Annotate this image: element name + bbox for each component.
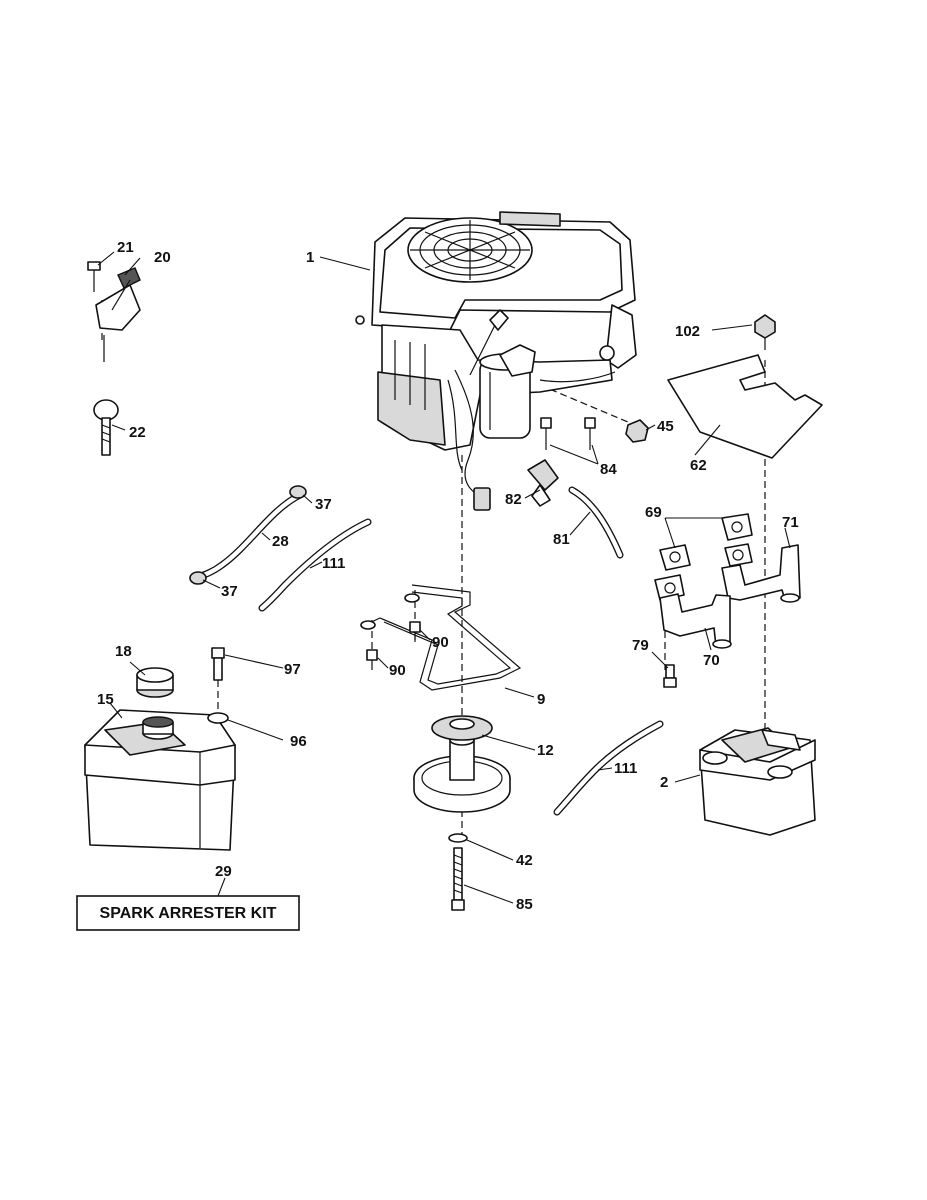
callout-labels: 1 2 9 12 15 18 20 21 22 28 29 37 37 42 4… bbox=[97, 239, 799, 913]
fuel-tank-15 bbox=[84, 709, 236, 851]
nut-45 bbox=[625, 419, 649, 443]
callout-29: 29 bbox=[215, 863, 232, 880]
screw-102 bbox=[754, 314, 776, 350]
callout-111b: 111 bbox=[614, 760, 637, 777]
washer-42 bbox=[448, 833, 468, 843]
callout-37a: 37 bbox=[315, 496, 332, 513]
callout-62: 62 bbox=[690, 457, 707, 474]
screw-21 bbox=[87, 261, 105, 362]
throttle-control-20 bbox=[95, 267, 141, 331]
callout-79: 79 bbox=[632, 637, 649, 654]
callout-90a: 90 bbox=[432, 634, 449, 651]
callout-81: 81 bbox=[553, 531, 570, 548]
callout-102: 102 bbox=[675, 323, 700, 340]
callout-22: 22 bbox=[129, 424, 146, 441]
callout-111a: 111 bbox=[322, 555, 345, 572]
screw-97 bbox=[211, 647, 225, 681]
bolt-85 bbox=[451, 847, 465, 911]
pulley-12 bbox=[413, 715, 511, 813]
hose-81 bbox=[568, 486, 624, 559]
bolts-84 bbox=[540, 417, 596, 450]
fuel-cap-18 bbox=[136, 667, 174, 698]
fuel-hose-28 bbox=[189, 485, 307, 585]
callout-69: 69 bbox=[645, 504, 662, 521]
callout-70: 70 bbox=[703, 652, 720, 669]
washer-96 bbox=[207, 712, 229, 724]
callout-96: 96 bbox=[290, 733, 307, 750]
callout-28: 28 bbox=[272, 533, 289, 550]
callout-84: 84 bbox=[600, 461, 617, 478]
fuel-solenoid-82 bbox=[527, 459, 559, 507]
exhaust-pipe-70 bbox=[659, 593, 732, 649]
callout-9: 9 bbox=[537, 691, 545, 708]
heat-shield-62 bbox=[667, 354, 823, 459]
callout-15: 15 bbox=[97, 691, 114, 708]
hose-111-upper bbox=[258, 518, 372, 612]
muffler-2 bbox=[699, 727, 816, 836]
spark-arrester-kit-label: SPARK ARRESTER KIT bbox=[100, 905, 277, 922]
callout-82: 82 bbox=[505, 491, 522, 508]
callout-45: 45 bbox=[657, 418, 674, 435]
callout-97: 97 bbox=[284, 661, 301, 678]
engine-assembly bbox=[355, 211, 637, 511]
exhaust-pipe-71 bbox=[721, 544, 801, 603]
callout-20: 20 bbox=[154, 249, 171, 266]
callout-18: 18 bbox=[115, 643, 132, 660]
knob-22 bbox=[93, 399, 119, 456]
hose-111-lower bbox=[553, 720, 664, 816]
callout-85: 85 bbox=[516, 896, 533, 913]
callout-21: 21 bbox=[117, 239, 134, 256]
callout-90b: 90 bbox=[389, 662, 406, 679]
spark-arrester-kit-box: SPARK ARRESTER KIT bbox=[76, 895, 300, 931]
callout-42: 42 bbox=[516, 852, 533, 869]
callout-2: 2 bbox=[660, 774, 668, 791]
callout-37b: 37 bbox=[221, 583, 238, 600]
callout-1: 1 bbox=[306, 249, 314, 266]
bolt-79 bbox=[663, 664, 677, 688]
leader-lines bbox=[97, 251, 791, 904]
callout-12: 12 bbox=[537, 742, 554, 759]
callout-71: 71 bbox=[782, 514, 799, 531]
bolts-90 bbox=[366, 621, 421, 670]
